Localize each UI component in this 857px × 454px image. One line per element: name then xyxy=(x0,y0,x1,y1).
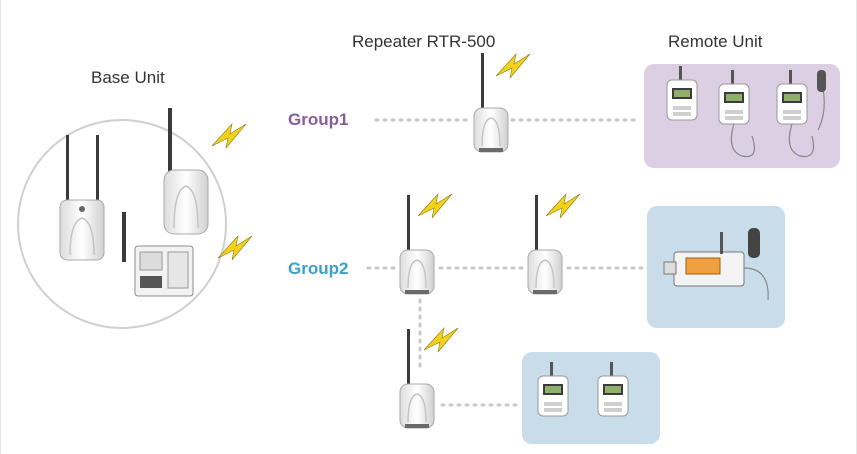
lightning-bolt-icon xyxy=(211,123,247,149)
base-box-icon xyxy=(122,212,194,297)
base-transmitter-icon xyxy=(163,108,209,235)
lightning-bolt-icon xyxy=(423,327,459,353)
repeater-label: Repeater RTR-500 xyxy=(352,32,496,51)
repeater-device-icon xyxy=(473,52,509,153)
base-station-icon xyxy=(59,135,105,261)
group2-lower-remote-panel xyxy=(522,352,660,444)
group1-label: Group1 xyxy=(288,110,349,129)
group2-label: Group2 xyxy=(288,259,349,278)
lightning-bolt-icon xyxy=(495,53,531,79)
probe-sensor-icon xyxy=(817,70,826,92)
lightning-bolt-icon xyxy=(545,193,581,219)
base-unit-label: Base Unit xyxy=(91,68,165,87)
multi-channel-logger-icon xyxy=(663,228,769,301)
remote-unit-label: Remote Unit xyxy=(668,32,763,51)
repeater-device-icon xyxy=(399,328,435,429)
lightning-bolt-icon xyxy=(417,193,453,219)
